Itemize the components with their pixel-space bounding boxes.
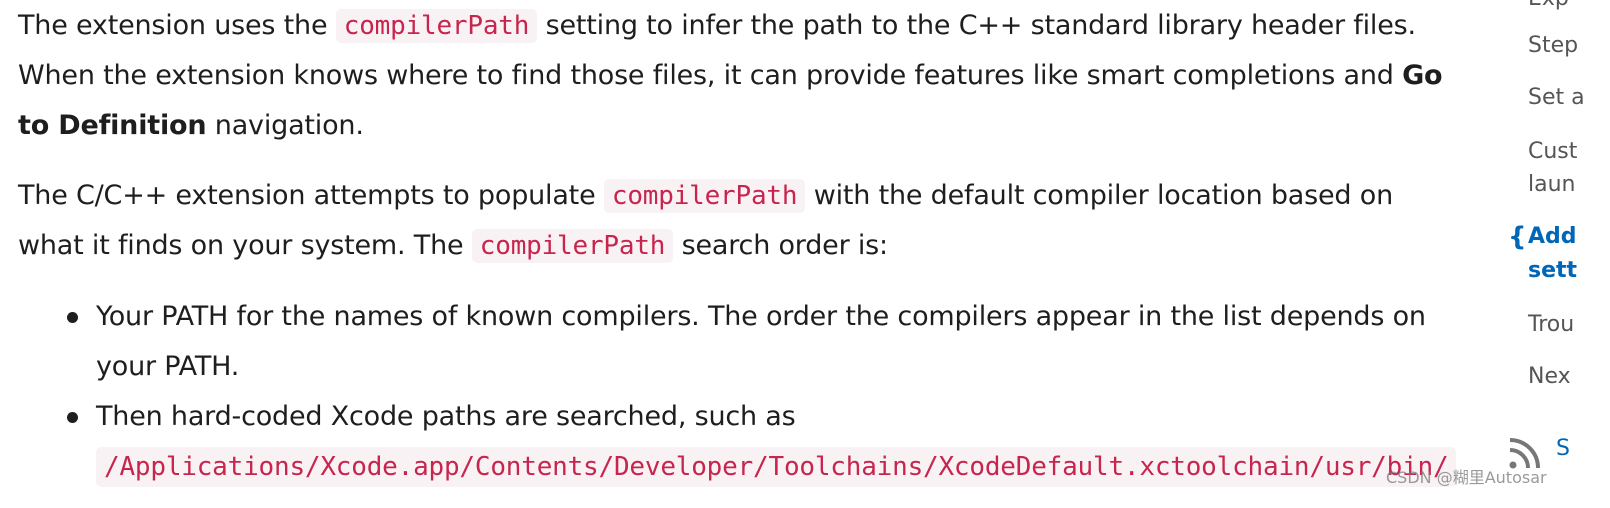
toc-link[interactable]: Set a	[1528, 85, 1585, 110]
paragraph-compilerpath-intro: The extension uses the compilerPath sett…	[18, 1, 1443, 151]
bullet-dot-icon	[67, 412, 78, 423]
text: with the default compiler location based…	[805, 180, 1393, 211]
paragraph-line: The extension uses the compilerPath sett…	[18, 1, 1442, 51]
inline-code-xcode-path: /Applications/Xcode.app/Contents/Develop…	[96, 447, 1457, 487]
list-item: Your PATH for the names of known compile…	[18, 292, 1456, 392]
paragraph-search-order: The C/C++ extension attempts to populate…	[18, 171, 1393, 271]
toc-active-brace-icon: {	[1508, 222, 1527, 252]
paragraph-line: The C/C++ extension attempts to populate…	[18, 171, 1393, 221]
paragraph-line: to Definition navigation.	[18, 101, 1442, 151]
search-order-list: Your PATH for the names of known compile…	[18, 292, 1457, 492]
list-item: Then hard-coded Xcode paths are searched…	[18, 392, 1457, 492]
toc-link[interactable]: Nex	[1528, 364, 1571, 389]
list-item-line: your PATH.	[96, 351, 240, 382]
inline-code-compilerpath: compilerPath	[603, 179, 806, 213]
toc-link[interactable]: Cust	[1528, 139, 1578, 164]
bold-to-definition: to Definition	[18, 110, 207, 141]
text: search order is:	[673, 230, 889, 261]
paragraph-line: what it finds on your system. The compil…	[18, 221, 1393, 271]
toc-link[interactable]: Trou	[1528, 312, 1575, 337]
inline-code-compilerpath: compilerPath	[335, 9, 538, 43]
bold-go: Go	[1402, 60, 1443, 91]
list-item-line: Then hard-coded Xcode paths are searched…	[96, 401, 796, 432]
inline-code-compilerpath: compilerPath	[471, 229, 674, 263]
toc-link-active[interactable]: Add	[1528, 224, 1577, 249]
toc-link[interactable]: laun	[1528, 172, 1576, 197]
paragraph-line: When the extension knows where to find t…	[18, 51, 1443, 101]
text: setting to infer the path to the C++ sta…	[537, 10, 1416, 41]
text: When the extension knows where to find t…	[18, 60, 1403, 91]
toc-link-active[interactable]: sett	[1528, 258, 1578, 283]
toc-link[interactable]: Exp	[1528, 0, 1569, 14]
text: The C/C++ extension attempts to populate	[18, 180, 604, 211]
text: navigation.	[206, 110, 364, 141]
text: what it finds on your system. The	[18, 230, 472, 261]
list-item-line: Your PATH for the names of known compile…	[96, 301, 1426, 332]
table-of-contents: Exp Step Set a Cust laun { Add sett Trou…	[1504, 0, 1610, 508]
bullet-dot-icon	[67, 312, 78, 323]
rss-feed-icon[interactable]	[1506, 432, 1546, 472]
text: The extension uses the	[18, 10, 336, 41]
subscribe-link[interactable]: S	[1556, 436, 1570, 461]
watermark: CSDN @糊里Autosar	[1386, 468, 1547, 487]
toc-link[interactable]: Step	[1528, 33, 1579, 58]
